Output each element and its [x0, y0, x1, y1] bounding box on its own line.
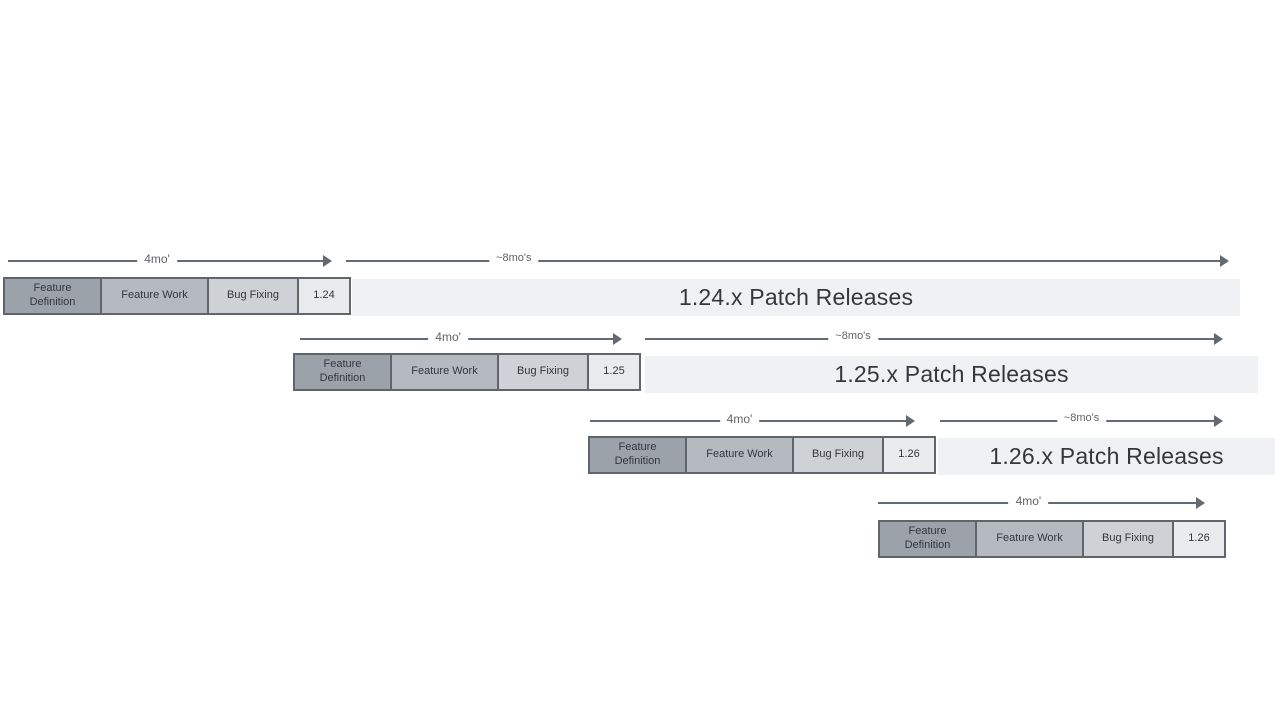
phase-feature-definition: Feature Definition	[590, 438, 685, 472]
phase-bug-fixing: Bug Fixing	[497, 355, 587, 389]
version-label: 1.24	[313, 289, 335, 302]
version-box: 1.26	[882, 438, 934, 472]
patch-releases-bar-1.26: 1.26.x Patch Releases	[938, 438, 1275, 475]
version-box: 1.24	[297, 279, 349, 313]
arrow-line	[346, 260, 1222, 262]
arrowhead-icon	[1220, 255, 1229, 267]
phase-bug-fixing: Bug Fixing	[207, 279, 297, 313]
phase-feature-definition: Feature Definition	[5, 279, 100, 313]
arrowhead-icon	[1214, 333, 1223, 345]
version-label: 1.25	[603, 365, 625, 378]
dev-duration-label: 4mo'	[719, 412, 760, 426]
arrowhead-icon	[613, 333, 622, 345]
arrow-line	[645, 338, 1216, 340]
version-box: 1.26	[1172, 522, 1224, 556]
version-label: 1.26	[1188, 532, 1210, 545]
phase-feature-work: Feature Work	[390, 355, 497, 389]
patch-period-arrow-1.25: ~8mo's	[645, 330, 1223, 348]
dev-duration-label: 4mo'	[137, 252, 177, 266]
release-cycle-row-1.26: Feature Definition Feature Work Bug Fixi…	[588, 436, 936, 474]
phase-feature-work: Feature Work	[975, 522, 1082, 556]
phase-label: Feature Work	[996, 532, 1063, 545]
arrowhead-icon	[906, 415, 915, 427]
phase-bug-fixing: Bug Fixing	[1082, 522, 1172, 556]
release-cycle-row-1.24: Feature Definition Feature Work Bug Fixi…	[3, 277, 351, 315]
patch-releases-bar-1.25: 1.25.x Patch Releases	[645, 356, 1258, 393]
phase-feature-work: Feature Work	[685, 438, 792, 472]
phase-label: Feature Definition	[614, 441, 661, 467]
dev-cycle-arrow-1.26: 4mo'	[590, 412, 915, 430]
phase-label: Feature Definition	[319, 358, 366, 384]
arrowhead-icon	[1214, 415, 1223, 427]
phase-label: Feature Work	[706, 448, 773, 461]
arrowhead-icon	[1196, 497, 1205, 509]
release-cycle-row-next: Feature Definition Feature Work Bug Fixi…	[878, 520, 1226, 558]
dev-cycle-arrow-1.24: 4mo'	[8, 252, 332, 270]
phase-feature-definition: Feature Definition	[880, 522, 975, 556]
phase-label: Feature Definition	[904, 525, 951, 551]
phase-feature-work: Feature Work	[100, 279, 207, 313]
version-label: 1.26	[898, 448, 920, 461]
dev-duration-label: 4mo'	[1008, 494, 1049, 508]
arrowhead-icon	[323, 255, 332, 267]
release-cycle-row-1.25: Feature Definition Feature Work Bug Fixi…	[293, 353, 641, 391]
patch-duration-label: ~8mo's	[489, 252, 539, 264]
phase-label: Bug Fixing	[812, 448, 864, 461]
phase-label: Feature Work	[121, 289, 188, 302]
phase-feature-definition: Feature Definition	[295, 355, 390, 389]
dev-cycle-arrow-1.25: 4mo'	[300, 330, 622, 348]
patch-duration-label: ~8mo's	[1056, 412, 1107, 424]
patch-releases-bar-1.24: 1.24.x Patch Releases	[352, 279, 1240, 316]
patch-period-arrow-1.26: ~8mo's	[940, 412, 1223, 430]
phase-bug-fixing: Bug Fixing	[792, 438, 882, 472]
phase-label: Bug Fixing	[517, 365, 569, 378]
patch-duration-label: ~8mo's	[828, 330, 878, 342]
version-box: 1.25	[587, 355, 639, 389]
phase-label: Bug Fixing	[227, 289, 279, 302]
phase-label: Feature Definition	[29, 282, 76, 308]
phase-label: Bug Fixing	[1102, 532, 1154, 545]
phase-label: Feature Work	[411, 365, 478, 378]
dev-cycle-arrow-next: 4mo'	[878, 494, 1205, 512]
dev-duration-label: 4mo'	[428, 330, 468, 344]
patch-period-arrow-1.24: ~8mo's	[346, 252, 1229, 270]
